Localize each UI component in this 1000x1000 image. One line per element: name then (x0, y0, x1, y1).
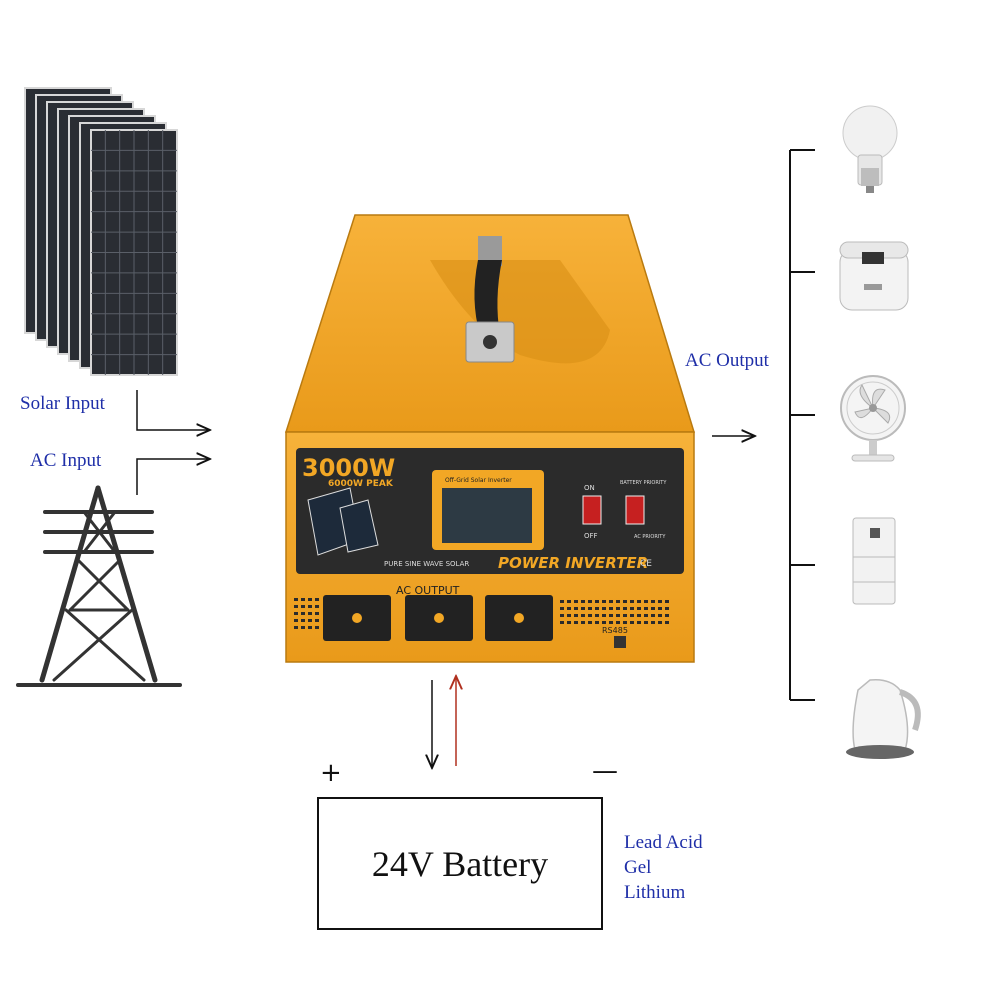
switch-on-label: ON (584, 484, 595, 492)
ac-output-label: AC Output (685, 350, 769, 371)
solar-input-arrow (136, 390, 210, 430)
battery-box: 24V Battery (317, 797, 603, 930)
ac-input-label: AC Input (30, 450, 102, 471)
fan-icon (840, 375, 906, 462)
inverter-ce-mark: CE (640, 559, 652, 569)
battery-label: 24V Battery (371, 843, 549, 884)
inverter-brand-line: POWER INVERTER (498, 554, 648, 572)
ac-priority-label: AC PRIORITY (634, 534, 666, 540)
battery-priority-label: BATTERY PRIORITY (620, 480, 667, 486)
inverter-subtitle: PURE SINE WAVE SOLAR (384, 560, 469, 568)
positive-terminal-sign: + (320, 758, 342, 788)
refrigerator-icon (852, 517, 896, 605)
switch-off-label: OFF (584, 532, 598, 540)
battery-type-lithium: Lithium (624, 882, 686, 903)
inverter-peak-label: 6000W PEAK (328, 479, 394, 489)
kettle-icon (846, 678, 921, 759)
light-bulb-icon (842, 105, 898, 193)
battery-type-lead-acid: Lead Acid (624, 832, 703, 853)
negative-terminal-sign: — (592, 756, 618, 786)
power-tower-icon (16, 485, 182, 687)
rs485-label: RS485 (602, 626, 628, 635)
battery-types-list: Lead Acid Gel Lithium (624, 830, 703, 905)
inverter-screen-title: Off-Grid Solar Inverter (445, 477, 512, 484)
output-bracket (789, 149, 815, 701)
solar-panels-image (24, 87, 178, 376)
battery-type-gel: Gel (624, 857, 652, 878)
ac-input-arrow (136, 459, 210, 495)
inverter-power-label: 3000W (302, 454, 395, 482)
rice-cooker-icon (839, 241, 909, 311)
solar-input-label: Solar Input (20, 393, 105, 414)
ac-output-panel-label: AC OUTPUT (396, 584, 460, 597)
inverter-device (284, 214, 696, 663)
